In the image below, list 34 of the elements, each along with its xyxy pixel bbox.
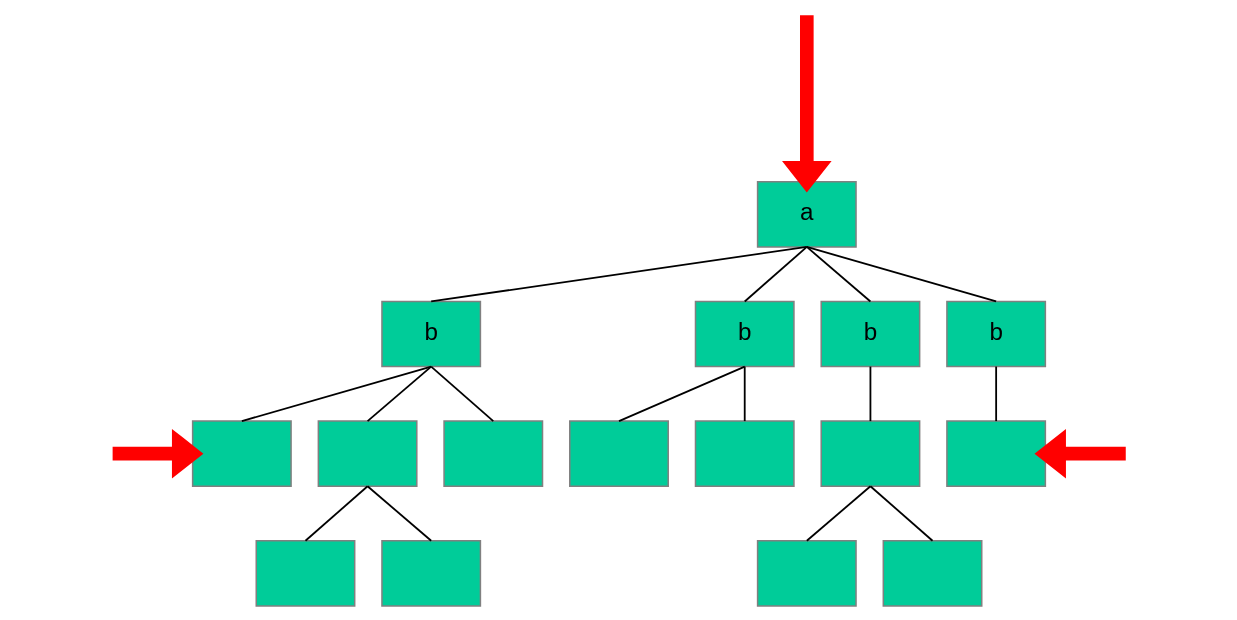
connector xyxy=(805,246,997,303)
connector xyxy=(743,246,808,303)
node-box xyxy=(568,420,669,487)
node-box xyxy=(191,420,292,487)
connector xyxy=(869,365,871,423)
node-box xyxy=(442,420,543,487)
connector xyxy=(994,365,997,423)
connector xyxy=(743,365,746,423)
connector xyxy=(617,365,746,423)
connector xyxy=(366,485,432,542)
node-box xyxy=(756,540,857,607)
connector xyxy=(869,485,933,542)
arrow xyxy=(781,15,832,193)
node-box: b xyxy=(819,300,920,368)
connector xyxy=(805,485,871,542)
node-box xyxy=(694,420,795,487)
connector xyxy=(805,246,871,303)
arrow xyxy=(112,428,203,479)
connector xyxy=(240,365,432,423)
arrow xyxy=(1034,428,1126,479)
connector xyxy=(429,246,808,303)
node-box xyxy=(380,540,481,607)
connector xyxy=(304,485,368,542)
node-box xyxy=(882,540,982,607)
node-box: b xyxy=(694,300,795,368)
node-box: a xyxy=(756,181,857,248)
connector xyxy=(429,365,494,423)
node-box: b xyxy=(380,300,481,368)
node-box xyxy=(819,420,920,487)
node-box xyxy=(255,540,355,607)
node-box xyxy=(945,420,1046,487)
node-box xyxy=(317,420,418,487)
node-box: b xyxy=(945,300,1046,368)
connector xyxy=(366,365,432,423)
